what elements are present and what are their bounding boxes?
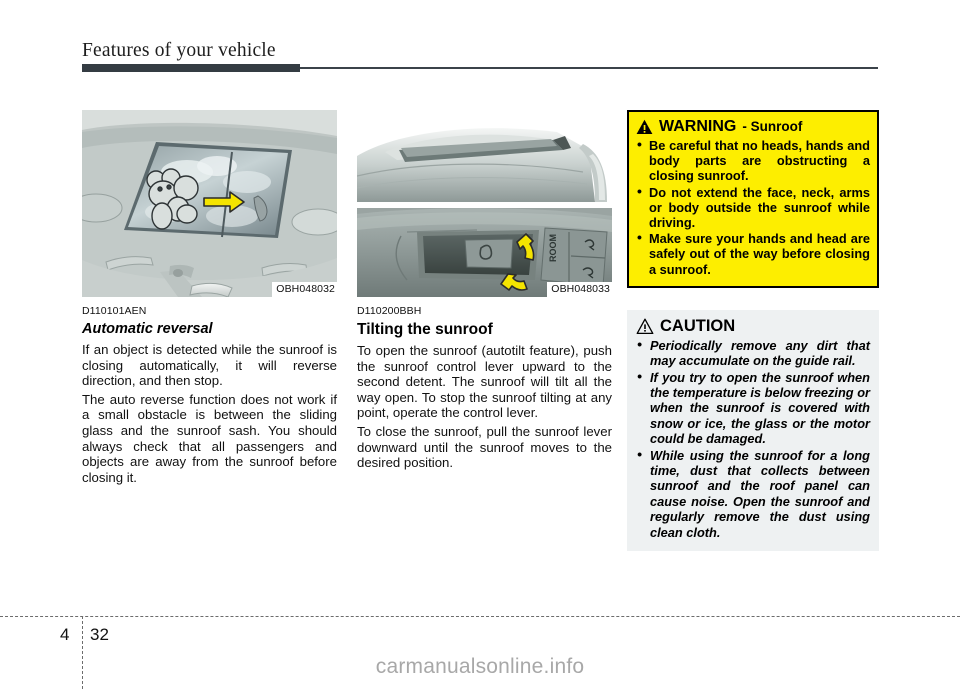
caution-list: Periodically remove any dirt that may ac… (636, 337, 870, 540)
header-divider-line (82, 67, 878, 69)
warning-title: WARNING (659, 118, 737, 135)
exterior-roof-view (357, 116, 612, 202)
doc-id-middle: D110200BBH (357, 305, 422, 317)
yellow-up-arrow (516, 233, 535, 261)
warning-triangle-icon (636, 119, 653, 134)
caution-box: CAUTION Periodically remove any dirt tha… (627, 309, 879, 552)
caution-title: CAUTION (660, 316, 736, 335)
figure-sunroof-tilt: ROOM OBH048033 (357, 110, 612, 297)
warning-box-title-row: WARNING - Sunroof (636, 117, 870, 136)
content-column-left: OBH048032 D110101AEN Automatic reversal … (82, 110, 337, 485)
paragraph: If an object is detected while the sunro… (82, 342, 337, 389)
sunroof-interior-illustration (82, 110, 337, 297)
yellow-down-arrow (500, 273, 528, 291)
header-divider-bar (82, 64, 300, 72)
watermark: carmanualsonline.info (375, 655, 585, 678)
sunroof-tilt-illustration: ROOM (357, 110, 612, 297)
warning-list: Be careful that no heads, hands and body… (636, 137, 870, 277)
caution-list-item: Periodically remove any dirt that may ac… (636, 337, 870, 369)
warning-list-item: Do not extend the face, neck, arms or bo… (636, 184, 870, 231)
room-label: ROOM (548, 234, 558, 262)
caution-list-item: While using the sunroof for a long time,… (636, 447, 870, 540)
caution-triangle-icon (636, 318, 654, 334)
page-number: 32 (90, 625, 109, 644)
content-column-middle: ROOM OBH048033 D110200BBH Tilting the su… (357, 110, 612, 471)
yellow-direction-arrow (203, 191, 245, 213)
page-title: Features of your vehicle (82, 40, 276, 61)
teddy-bear-obstacle (146, 168, 199, 230)
section-heading-tilting-the-sunroof: Tilting the sunroof (357, 321, 493, 338)
caution-box-title-row: CAUTION (636, 317, 870, 336)
paragraph: The auto reverse function does not work … (82, 391, 337, 485)
figure-code: OBH048033 (547, 282, 612, 297)
content-column-right: WARNING - Sunroof Be careful that no hea… (627, 110, 879, 552)
paragraph: To close the sunroof, pull the sunroof l… (357, 423, 612, 471)
footer-divider (0, 616, 960, 617)
doc-id-left: D110101AEN (82, 305, 147, 317)
overhead-console-view: ROOM (357, 208, 612, 297)
section-heading-automatic-reversal: Automatic reversal (82, 321, 213, 337)
page-header: Features of your vehicle (82, 40, 882, 62)
figure-code: OBH048032 (272, 282, 337, 297)
paragraph: To open the sunroof (autotilt feature), … (357, 343, 612, 421)
chapter-number: 4 (60, 625, 70, 644)
warning-list-item: Be careful that no heads, hands and body… (636, 137, 870, 184)
footer-vertical-divider (82, 616, 83, 689)
warning-box: WARNING - Sunroof Be careful that no hea… (627, 110, 879, 288)
warning-subtitle: - Sunroof (742, 119, 803, 134)
caution-list-item: If you try to open the sunroof when the … (636, 369, 870, 447)
warning-list-item: Make sure your hands and head are safely… (636, 230, 870, 277)
figure-sunroof-interior: OBH048032 (82, 110, 337, 297)
